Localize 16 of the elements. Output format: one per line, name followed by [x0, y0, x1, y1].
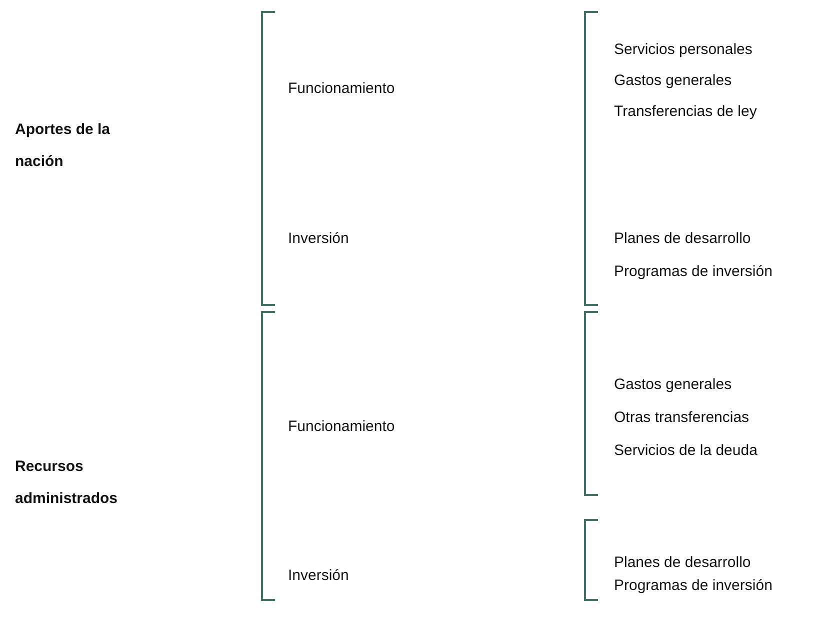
category-label: Funcionamiento: [288, 79, 395, 99]
category-label: Programas de inversión: [614, 262, 772, 282]
category-label: Inversión: [288, 566, 349, 586]
category-label: Planes de desarrollo: [614, 229, 751, 249]
category-label: Gastos generales: [614, 71, 732, 91]
group-heading: Recursos administrados: [15, 457, 119, 509]
category-label: Otras transferencias: [614, 408, 750, 428]
group-heading: Aportes de la nación: [15, 120, 112, 172]
category-label: Inversión: [288, 229, 349, 249]
category-label: Servicios personales: [614, 40, 752, 60]
category-label: Gastos generales: [614, 375, 732, 395]
category-label: Planes de desarrollo: [614, 553, 751, 573]
category-label: Transferencias de ley: [614, 102, 757, 122]
category-label: Servicios de la deuda: [614, 441, 758, 461]
category-label: Funcionamiento: [288, 417, 395, 437]
category-label: Programas de inversión: [614, 576, 772, 596]
